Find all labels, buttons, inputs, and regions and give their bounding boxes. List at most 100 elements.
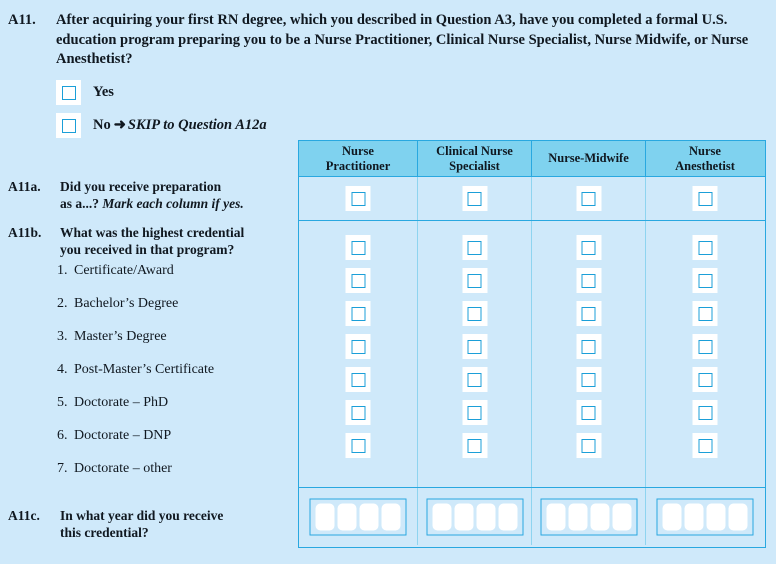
credential-option-label: Certificate/Award	[74, 263, 174, 278]
credential-option-5: 5. Doctorate – PhD	[57, 394, 168, 411]
checkbox-a11b-2-clinical-nurse-specialist[interactable]	[462, 268, 487, 293]
checkbox-a11b-4-nurse-midwife[interactable]	[576, 334, 601, 359]
checkbox-square-icon	[467, 438, 482, 453]
checkbox-square-icon	[581, 273, 596, 288]
year-digit-2[interactable]	[454, 503, 473, 530]
year-digit-4[interactable]	[728, 503, 748, 530]
grid-cell-a11c-clinical-nurse-specialist	[418, 488, 532, 545]
credential-option-label: Doctorate – PhD	[74, 395, 169, 410]
sub-question-text: In what year did you receive this creden…	[60, 507, 223, 541]
checkbox-a11b-4-nurse-anesthetist[interactable]	[692, 334, 718, 359]
checkbox-a11b-6-nurse-midwife[interactable]	[576, 400, 601, 425]
year-digit-3[interactable]	[706, 503, 726, 530]
grid-cell-a11b-clinical-nurse-specialist	[418, 221, 532, 487]
answer-option-yes[interactable]: Yes	[56, 79, 776, 107]
checkbox-square-icon	[351, 405, 365, 420]
checkbox-a11b-7-nurse-midwife[interactable]	[576, 433, 601, 458]
grid-header-line1: Nurse-Midwife	[548, 151, 629, 166]
credential-option-number: 6.	[57, 428, 68, 443]
sub-question-number: A11b.	[8, 225, 42, 240]
checkbox-a11b-3-nurse-practitioner[interactable]	[345, 301, 371, 326]
year-digit-2[interactable]	[568, 503, 587, 530]
checkbox-a11b-1-clinical-nurse-specialist[interactable]	[462, 235, 487, 260]
year-digit-3[interactable]	[359, 503, 379, 530]
year-digit-4[interactable]	[498, 503, 517, 530]
year-digit-1[interactable]	[432, 503, 451, 530]
year-digit-4[interactable]	[381, 503, 401, 530]
checkbox-a11b-6-nurse-anesthetist[interactable]	[692, 400, 718, 425]
checkbox-a11b-7-clinical-nurse-specialist[interactable]	[462, 433, 487, 458]
checkbox-a11a-clinical-nurse-specialist[interactable]	[462, 186, 487, 211]
checkbox-a11b-2-nurse-midwife[interactable]	[576, 268, 601, 293]
checkbox-square-icon	[351, 273, 365, 288]
credential-option-number: 1.	[57, 263, 68, 278]
grid-row-a11b	[299, 221, 765, 488]
checkbox-a11b-5-clinical-nurse-specialist[interactable]	[462, 367, 487, 392]
year-input-clinical-nurse-specialist[interactable]	[426, 498, 523, 535]
checkbox-square-icon	[698, 438, 712, 453]
sub-question-line2: as a...?	[60, 196, 103, 211]
year-input-nurse-midwife[interactable]	[540, 498, 637, 535]
checkbox-square-icon	[581, 191, 596, 206]
year-digit-1[interactable]	[662, 503, 682, 530]
checkbox-a11b-2-nurse-anesthetist[interactable]	[692, 268, 718, 293]
checkbox-a11a-nurse-practitioner[interactable]	[345, 186, 371, 211]
credential-option-2: 2.Bachelor’s Degree	[57, 295, 178, 312]
credential-option-number: 2.	[57, 296, 68, 311]
checkbox-square-icon	[467, 372, 482, 387]
checkbox-a11b-2-nurse-practitioner[interactable]	[345, 268, 371, 293]
sub-question-text: Did you receive preparation as a...? Mar…	[60, 178, 244, 212]
checkbox-no[interactable]	[56, 113, 81, 138]
checkbox-a11b-3-clinical-nurse-specialist[interactable]	[462, 301, 487, 326]
answer-label-yes: Yes	[93, 84, 114, 100]
checkbox-a11b-5-nurse-midwife[interactable]	[576, 367, 601, 392]
year-input-nurse-practitioner[interactable]	[309, 498, 407, 535]
checkbox-square-icon	[467, 191, 482, 206]
sub-question-text: What was the highest credential you rece…	[60, 224, 244, 258]
checkbox-square-icon	[351, 191, 365, 206]
checkbox-yes[interactable]	[56, 80, 81, 105]
grid-header-line2: Specialist	[449, 158, 500, 173]
checkbox-a11b-1-nurse-midwife[interactable]	[576, 235, 601, 260]
answer-option-no[interactable]: No➜SKIP to Question A12a	[56, 112, 776, 140]
grid-cell-a11a-clinical-nurse-specialist[interactable]	[418, 177, 532, 220]
checkbox-square-icon	[581, 339, 596, 354]
checkbox-a11b-6-nurse-practitioner[interactable]	[345, 400, 371, 425]
year-digit-1[interactable]	[315, 503, 335, 530]
checkbox-a11b-3-nurse-midwife[interactable]	[576, 301, 601, 326]
checkbox-a11b-1-nurse-anesthetist[interactable]	[692, 235, 718, 260]
checkbox-a11b-5-nurse-anesthetist[interactable]	[692, 367, 718, 392]
year-digit-2[interactable]	[337, 503, 357, 530]
year-digit-3[interactable]	[476, 503, 495, 530]
answer-label-no: No➜SKIP to Question A12a	[93, 117, 267, 134]
year-digit-2[interactable]	[684, 503, 704, 530]
answer-options: Yes No➜SKIP to Question A12a	[0, 79, 776, 140]
checkbox-a11a-nurse-midwife[interactable]	[576, 186, 601, 211]
checkbox-a11b-1-nurse-practitioner[interactable]	[345, 235, 371, 260]
checkbox-a11b-4-nurse-practitioner[interactable]	[345, 334, 371, 359]
grid-row-a11a	[299, 177, 765, 221]
sub-question-line1: Did you receive preparation	[60, 179, 222, 194]
checkbox-a11b-7-nurse-practitioner[interactable]	[345, 433, 371, 458]
checkbox-a11b-3-nurse-anesthetist[interactable]	[692, 301, 718, 326]
checkbox-square-icon	[351, 438, 365, 453]
grid-cell-a11a-nurse-midwife[interactable]	[532, 177, 646, 220]
checkbox-a11b-7-nurse-anesthetist[interactable]	[692, 433, 718, 458]
grid-cell-a11b-nurse-midwife	[532, 221, 646, 487]
checkbox-a11b-5-nurse-practitioner[interactable]	[345, 367, 371, 392]
checkbox-a11b-6-clinical-nurse-specialist[interactable]	[462, 400, 487, 425]
checkbox-square-icon	[581, 405, 596, 420]
checkbox-a11a-nurse-anesthetist[interactable]	[692, 186, 718, 211]
grid-cell-a11a-nurse-practitioner[interactable]	[299, 177, 418, 220]
checkbox-a11b-4-clinical-nurse-specialist[interactable]	[462, 334, 487, 359]
credential-option-number: 5.	[57, 395, 68, 410]
year-digit-4[interactable]	[612, 503, 631, 530]
year-digit-3[interactable]	[590, 503, 609, 530]
grid-cell-a11a-nurse-anesthetist[interactable]	[646, 177, 764, 220]
grid-cell-a11c-nurse-midwife	[532, 488, 646, 545]
grid-cell-a11c-nurse-practitioner	[299, 488, 418, 545]
grid-column-header-nurse-midwife: Nurse-Midwife	[532, 141, 646, 176]
year-digit-1[interactable]	[546, 503, 565, 530]
year-input-nurse-anesthetist[interactable]	[656, 498, 754, 535]
